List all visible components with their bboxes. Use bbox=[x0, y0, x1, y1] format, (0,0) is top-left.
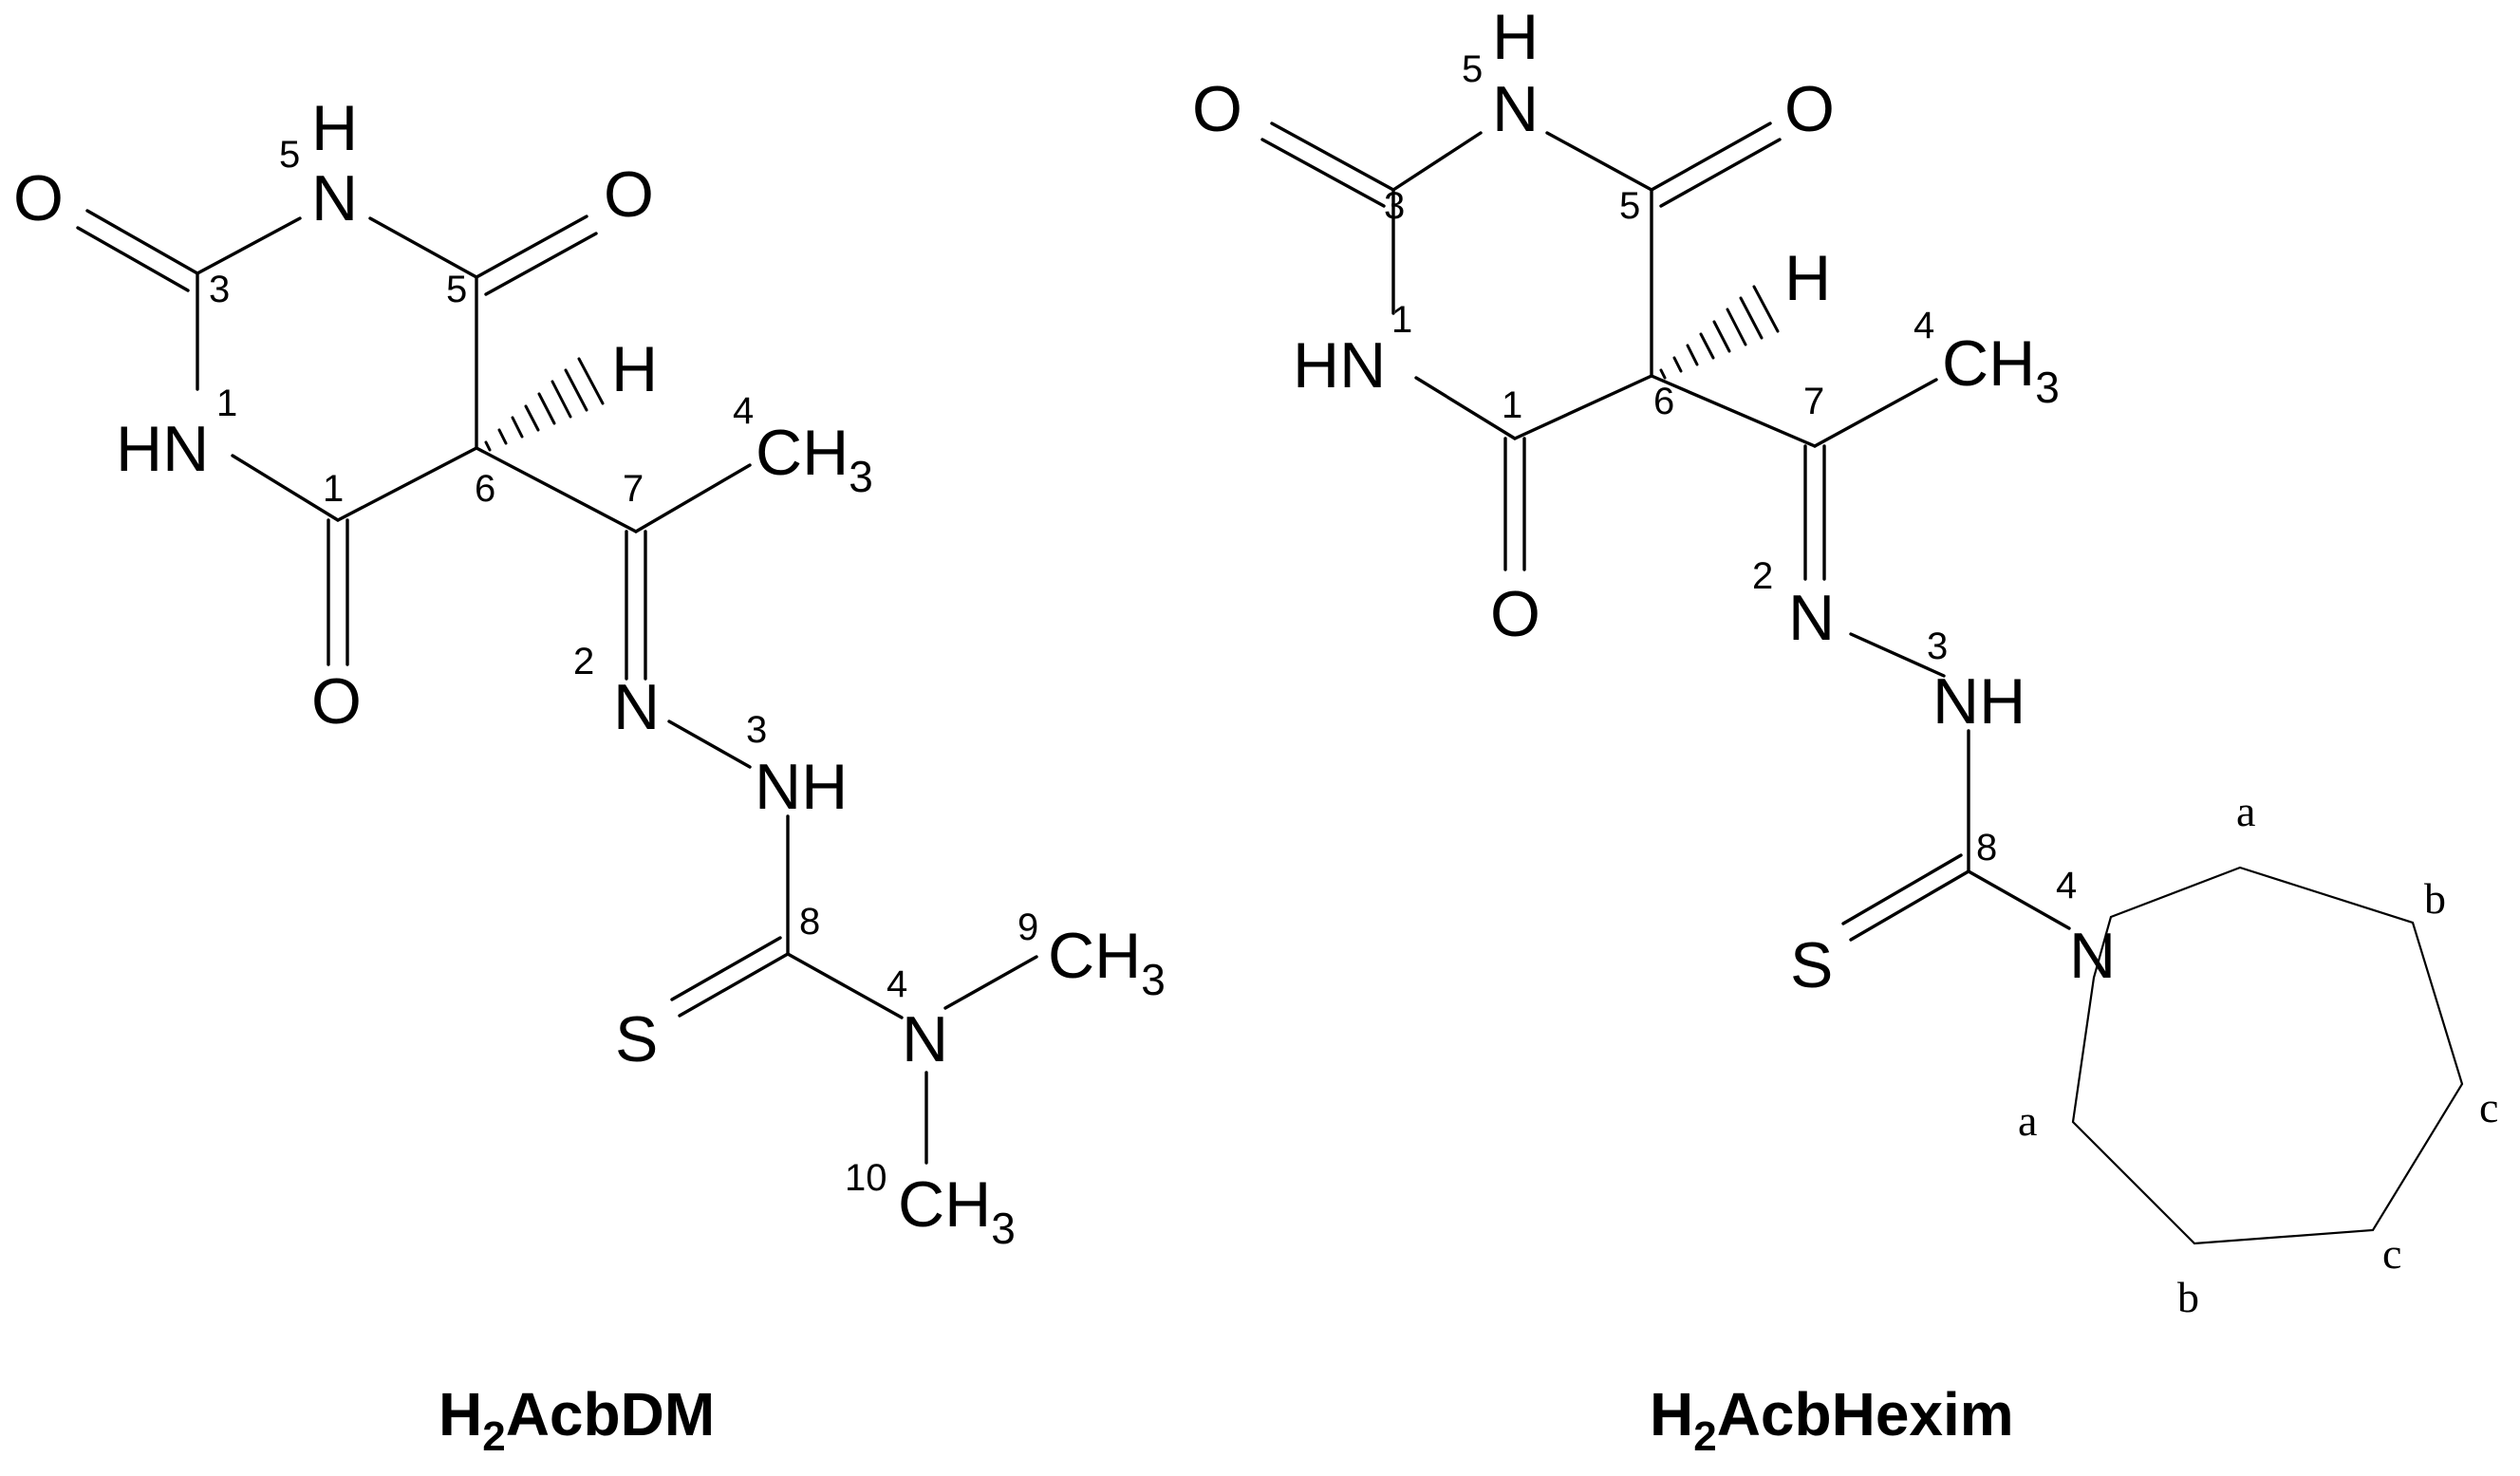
locant-c8: 8 bbox=[799, 901, 820, 943]
atom-s: S bbox=[1790, 929, 1833, 1001]
atom-n2: N bbox=[1788, 582, 1835, 654]
bond-c8-s-a bbox=[678, 952, 790, 1018]
bond-c5-o5-b bbox=[1659, 138, 1782, 208]
bond-n1-c1 bbox=[1414, 376, 1517, 440]
atom-n2: N bbox=[613, 671, 660, 743]
bond-c3-n5 bbox=[1391, 131, 1483, 192]
bond-c8-n4 bbox=[786, 952, 904, 1019]
atom-n5-h: H bbox=[1492, 1, 1539, 73]
caption-h2acbhexim: H2AcbHexim bbox=[1650, 1380, 2014, 1460]
atom-hn1: HN bbox=[116, 413, 209, 485]
locant-n2: 2 bbox=[573, 641, 594, 682]
locant-c4: 4 bbox=[1913, 305, 1934, 346]
atom-o5: O bbox=[604, 159, 654, 231]
locant-c3: 3 bbox=[209, 269, 230, 310]
locant-n1: 1 bbox=[216, 383, 237, 424]
locant-n4: 4 bbox=[2056, 865, 2077, 906]
atom-c10-ch: CH3 bbox=[898, 1168, 1016, 1253]
bond-c7-c4 bbox=[634, 463, 752, 533]
atom-o3: O bbox=[1192, 73, 1242, 145]
locant-c8: 8 bbox=[1976, 827, 1997, 869]
bond-c7-c4 bbox=[1813, 378, 1938, 448]
atom-n4: N bbox=[902, 1003, 948, 1075]
bond-c6-c7 bbox=[475, 446, 638, 533]
locant-c4: 4 bbox=[733, 390, 754, 432]
bond-c5-o5-b bbox=[484, 232, 598, 296]
bond-c6-c7 bbox=[1650, 374, 1817, 448]
hashed-bond-h2acbhexim bbox=[1659, 285, 1780, 380]
atom-n5: N bbox=[1492, 73, 1539, 145]
atom-o5: O bbox=[1784, 73, 1835, 145]
locant-n5: 5 bbox=[279, 134, 300, 176]
bond-c3-n5 bbox=[196, 216, 302, 275]
hashed-bond-h2acbdm bbox=[484, 357, 605, 452]
bonds-h2acbhexim bbox=[1260, 121, 2071, 942]
atom-c9-ch: CH3 bbox=[1048, 920, 1166, 1004]
bond-c1-c6 bbox=[1513, 374, 1653, 440]
bond-n4-c9 bbox=[943, 955, 1038, 1010]
bond-c3-o3-b bbox=[76, 226, 190, 292]
locant-c5: 5 bbox=[1619, 185, 1640, 227]
bond-c3-o3-a bbox=[1270, 121, 1395, 192]
locant-n4: 4 bbox=[887, 963, 907, 1005]
bond-n1-c1 bbox=[231, 454, 340, 522]
ring-label-b2: b bbox=[2177, 1273, 2199, 1321]
locant-n5: 5 bbox=[1462, 48, 1483, 90]
locant-n1: 1 bbox=[1391, 299, 1412, 341]
azepane-ring bbox=[2071, 866, 2464, 1245]
locant-n3: 3 bbox=[746, 709, 767, 751]
bond-n2-n3 bbox=[667, 719, 752, 769]
locant-c10: 10 bbox=[845, 1157, 887, 1199]
atom-hn1: HN bbox=[1293, 329, 1386, 402]
atom-nh3: NH bbox=[755, 751, 848, 823]
molecule-h2acbdm: O H N O HN H CH3 O N NH S N CH3 CH3 5 3 … bbox=[13, 92, 1166, 1460]
ring-label-b1: b bbox=[2424, 874, 2446, 923]
bond-c8-n4 bbox=[1967, 869, 2071, 930]
locant-n3: 3 bbox=[1927, 626, 1948, 667]
atom-n5-h: H bbox=[311, 92, 358, 164]
locant-c3: 3 bbox=[1384, 185, 1405, 227]
ring-label-c1: c bbox=[2479, 1083, 2498, 1131]
ring-label-a1: a bbox=[2236, 787, 2255, 835]
bond-c1-c6 bbox=[336, 446, 478, 522]
atom-n4: N bbox=[2069, 920, 2116, 992]
locant-c1: 1 bbox=[1502, 384, 1522, 426]
ring-label-a2: a bbox=[2018, 1096, 2037, 1145]
atom-o1: O bbox=[1490, 578, 1540, 650]
atom-h6: H bbox=[611, 333, 658, 405]
locant-c6: 6 bbox=[475, 468, 495, 510]
locant-c1: 1 bbox=[323, 468, 344, 510]
molecule-h2acbhexim: O H N O HN H CH3 O N NH S N 5 3 5 1 1 6 … bbox=[1192, 1, 2498, 1460]
bond-n2-n3 bbox=[1849, 632, 1946, 678]
caption-h2acbdm: H2AcbDM bbox=[439, 1380, 715, 1460]
bond-c3-o3-a bbox=[85, 209, 199, 275]
atom-o1: O bbox=[311, 665, 362, 738]
ring-label-c2: c bbox=[2382, 1229, 2401, 1278]
atom-o3: O bbox=[13, 162, 64, 234]
bond-c5-o5-a bbox=[1650, 121, 1772, 192]
bond-c3-o3-b bbox=[1260, 138, 1386, 208]
bond-c5-o5-a bbox=[475, 215, 588, 279]
bond-n5-c5 bbox=[1545, 131, 1653, 192]
atom-c4-ch: CH3 bbox=[1942, 327, 2060, 412]
atom-c4-ch: CH3 bbox=[756, 417, 873, 501]
bond-c8-s-a bbox=[1849, 869, 1970, 942]
bond-c8-s-b bbox=[670, 936, 782, 1001]
atom-s: S bbox=[615, 1003, 658, 1075]
locant-n2: 2 bbox=[1752, 555, 1773, 597]
bonds-h2acbdm bbox=[76, 209, 1038, 1165]
atom-nh3: NH bbox=[1932, 665, 2025, 738]
atom-n5: N bbox=[311, 162, 358, 234]
locant-c7: 7 bbox=[1803, 381, 1824, 422]
atom-h6: H bbox=[1784, 242, 1831, 314]
bond-n5-c5 bbox=[368, 216, 478, 279]
bond-c8-s-b bbox=[1841, 853, 1963, 925]
locant-c6: 6 bbox=[1653, 381, 1674, 422]
locant-c5: 5 bbox=[446, 269, 467, 310]
locant-c7: 7 bbox=[623, 468, 644, 510]
locant-c9: 9 bbox=[1017, 906, 1038, 948]
